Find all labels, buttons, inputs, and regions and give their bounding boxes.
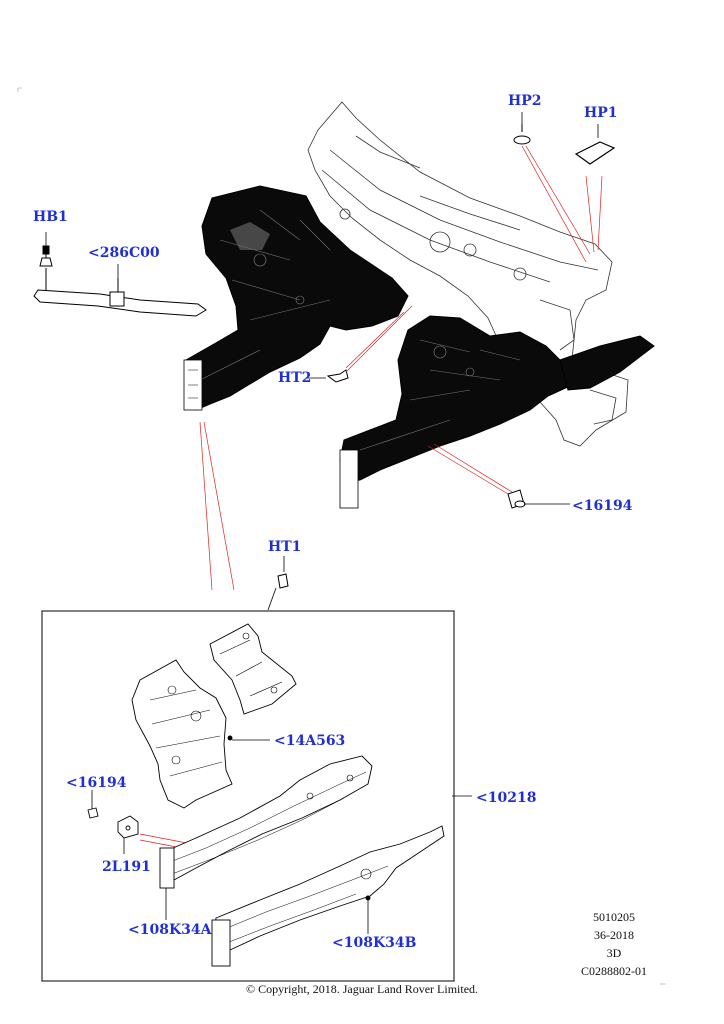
- callout-14a563: <14A563: [274, 733, 346, 749]
- meta-ref: C0288802-01: [581, 964, 647, 978]
- inset-rail-108k34a: [159, 755, 373, 889]
- meta-date: 36-2018: [594, 928, 634, 942]
- left-upper-structure: [183, 185, 409, 411]
- callout-ht2: HT2: [278, 370, 312, 386]
- inset-bushing-16194: [87, 807, 99, 819]
- callout-hp1: HP1: [584, 105, 618, 121]
- corner-mark: [17, 87, 22, 92]
- leader-lines: [139, 145, 603, 851]
- left-inner-panel: [185, 185, 409, 411]
- inset-bracket-2l191: [117, 815, 139, 839]
- plug-hp1: [574, 141, 616, 165]
- callout-108k34b: <108K34B: [332, 935, 417, 951]
- clip-ht2: [326, 369, 349, 383]
- bushing-16194-upper: [507, 489, 526, 509]
- clip-ht1: [267, 573, 289, 611]
- callout-10218: <10218: [476, 790, 537, 806]
- inset-rail-108k34b: [211, 825, 445, 967]
- right-upper-structure: [339, 315, 655, 509]
- callout-2l191: 2L191: [102, 859, 151, 875]
- bonnet-stay-bracket: [33, 245, 207, 317]
- inset-apron-14a563: [131, 659, 233, 809]
- black-leaders: [45, 112, 599, 934]
- callout-16194-inset: <16194: [66, 775, 127, 791]
- right-inner-panel: [339, 315, 571, 483]
- plug-hp2: [513, 124, 531, 145]
- inset-upper-bracket: [209, 623, 297, 715]
- callout-ht1: HT1: [268, 539, 302, 555]
- copyright-notice: © Copyright, 2018. Jaguar Land Rover Lim…: [245, 982, 479, 996]
- meta-code: 5010205: [593, 910, 635, 924]
- callout-hp2: HP2: [508, 93, 542, 109]
- inset-frame: [41, 610, 455, 982]
- meta-view: 3D: [606, 946, 622, 960]
- callout-108k34a: <108K34A: [128, 922, 212, 938]
- callout-hb1: HB1: [33, 209, 68, 225]
- diagram-meta: 5010205 36-2018 3D C0288802-01: [572, 908, 656, 980]
- callout-286c00: <286C00: [88, 245, 160, 261]
- callout-16194-top: <16194: [572, 498, 633, 514]
